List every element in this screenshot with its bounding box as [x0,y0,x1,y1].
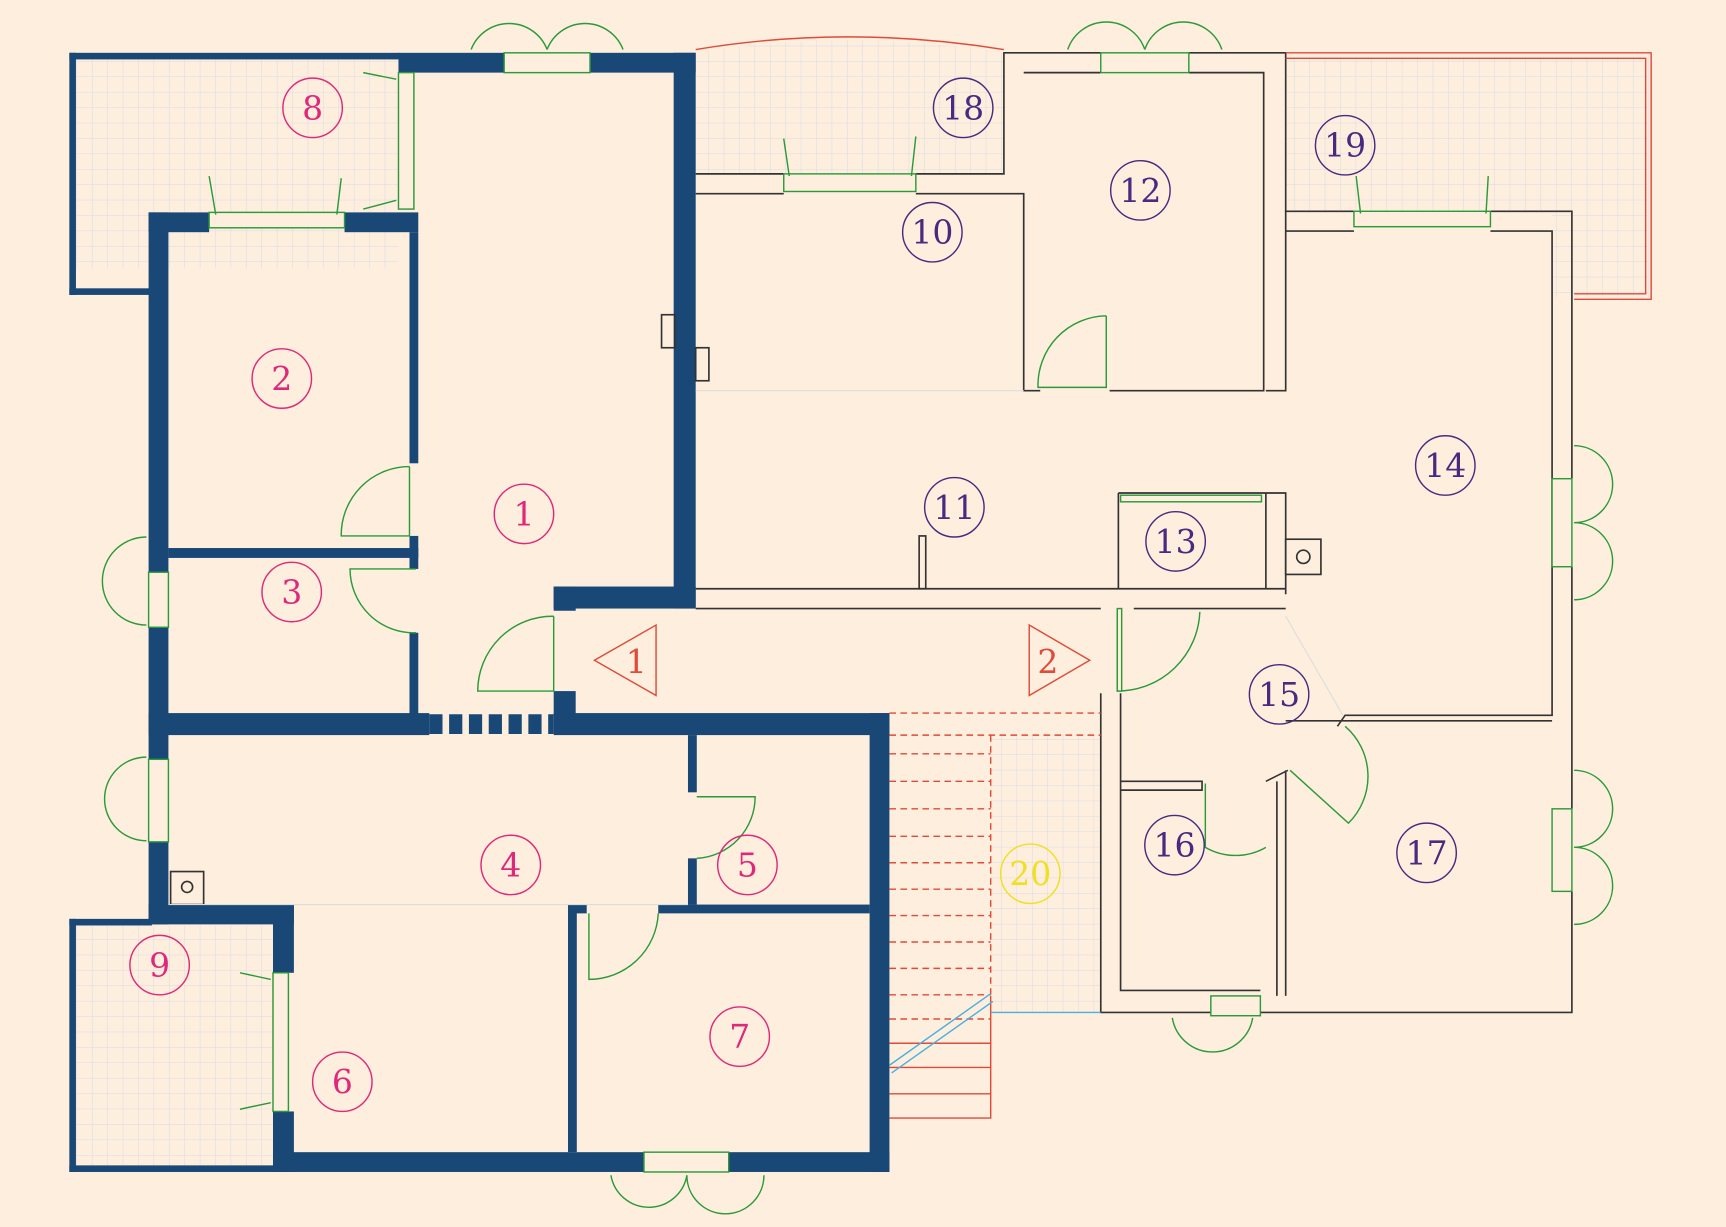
room-label-9: 9 [129,934,191,996]
room-number: 7 [729,1017,750,1056]
room-label-16: 16 [1144,814,1205,876]
room-number: 4 [500,845,521,884]
room-label-circle [999,843,1061,905]
room-label-19: 19 [1314,114,1376,176]
room-label-1: 1 [493,483,555,545]
room-label-circle [923,476,985,538]
room-label-2: 2 [251,348,313,409]
room-label-10: 10 [901,201,963,263]
room-label-3: 3 [261,561,323,623]
room-label-18: 18 [932,77,994,139]
room-label-5: 5 [716,834,778,896]
room-label-15: 15 [1248,663,1310,725]
room-label-8: 8 [282,77,344,139]
room-label-circle [282,77,344,139]
room-label-circle [493,483,555,545]
room-label-circle [480,834,542,896]
room-label-circle [1396,822,1458,884]
room-label-circle [1314,114,1376,176]
room-number: 12 [1119,171,1161,210]
room-label-circle [932,77,994,139]
room-label-circle [129,934,191,996]
room-number: 14 [1424,446,1466,485]
section-marker-label: 2 [1037,642,1058,681]
room-number: 5 [737,845,758,884]
room-number: 19 [1324,126,1366,165]
room-number: 15 [1258,675,1300,714]
room-label-circle [261,561,323,623]
room-label-13: 13 [1145,510,1207,572]
room-label-circle [716,834,778,896]
room-label-11: 11 [923,476,985,538]
tiled-areas [75,40,1649,1166]
room-label-circle [311,1051,373,1113]
room-label-circle [1414,435,1476,496]
room-number: 6 [332,1062,353,1101]
room-label-6: 6 [311,1051,373,1113]
room-number: 11 [933,488,975,527]
section-marker-label: 1 [626,642,647,681]
room-label-14: 14 [1414,435,1476,496]
room-number: 10 [911,213,953,252]
room-number: 20 [1009,854,1051,893]
room-label-7: 7 [709,1006,771,1068]
room-number: 18 [942,88,984,127]
staircase [695,36,1652,1119]
room-number: 8 [302,88,323,127]
room-number: 9 [149,946,170,985]
room-label-circle [709,1006,771,1068]
room-number: 17 [1406,833,1448,872]
section-marker-1: 1 [592,623,657,697]
room-label-circle [1145,510,1207,572]
room-label-circle [251,348,313,409]
section-marker-2: 2 [1028,623,1092,697]
left-wing-walls [69,52,890,1172]
room-number: 3 [281,573,302,612]
room-label-17: 17 [1396,822,1458,884]
doors-and-windows [101,21,1614,1215]
room-label-20: 20 [999,843,1061,905]
room-label-12: 12 [1109,159,1171,221]
room-number: 1 [513,494,534,533]
room-label-circle [901,201,963,263]
right-wing-walls [168,51,1573,1014]
room-number: 16 [1154,826,1196,865]
room-label-circle [1144,814,1205,876]
room-number: 13 [1155,522,1197,561]
room-label-circle [1109,159,1171,221]
room-label-circle [1248,663,1310,725]
room-number: 2 [271,359,292,398]
room-label-4: 4 [480,834,542,896]
